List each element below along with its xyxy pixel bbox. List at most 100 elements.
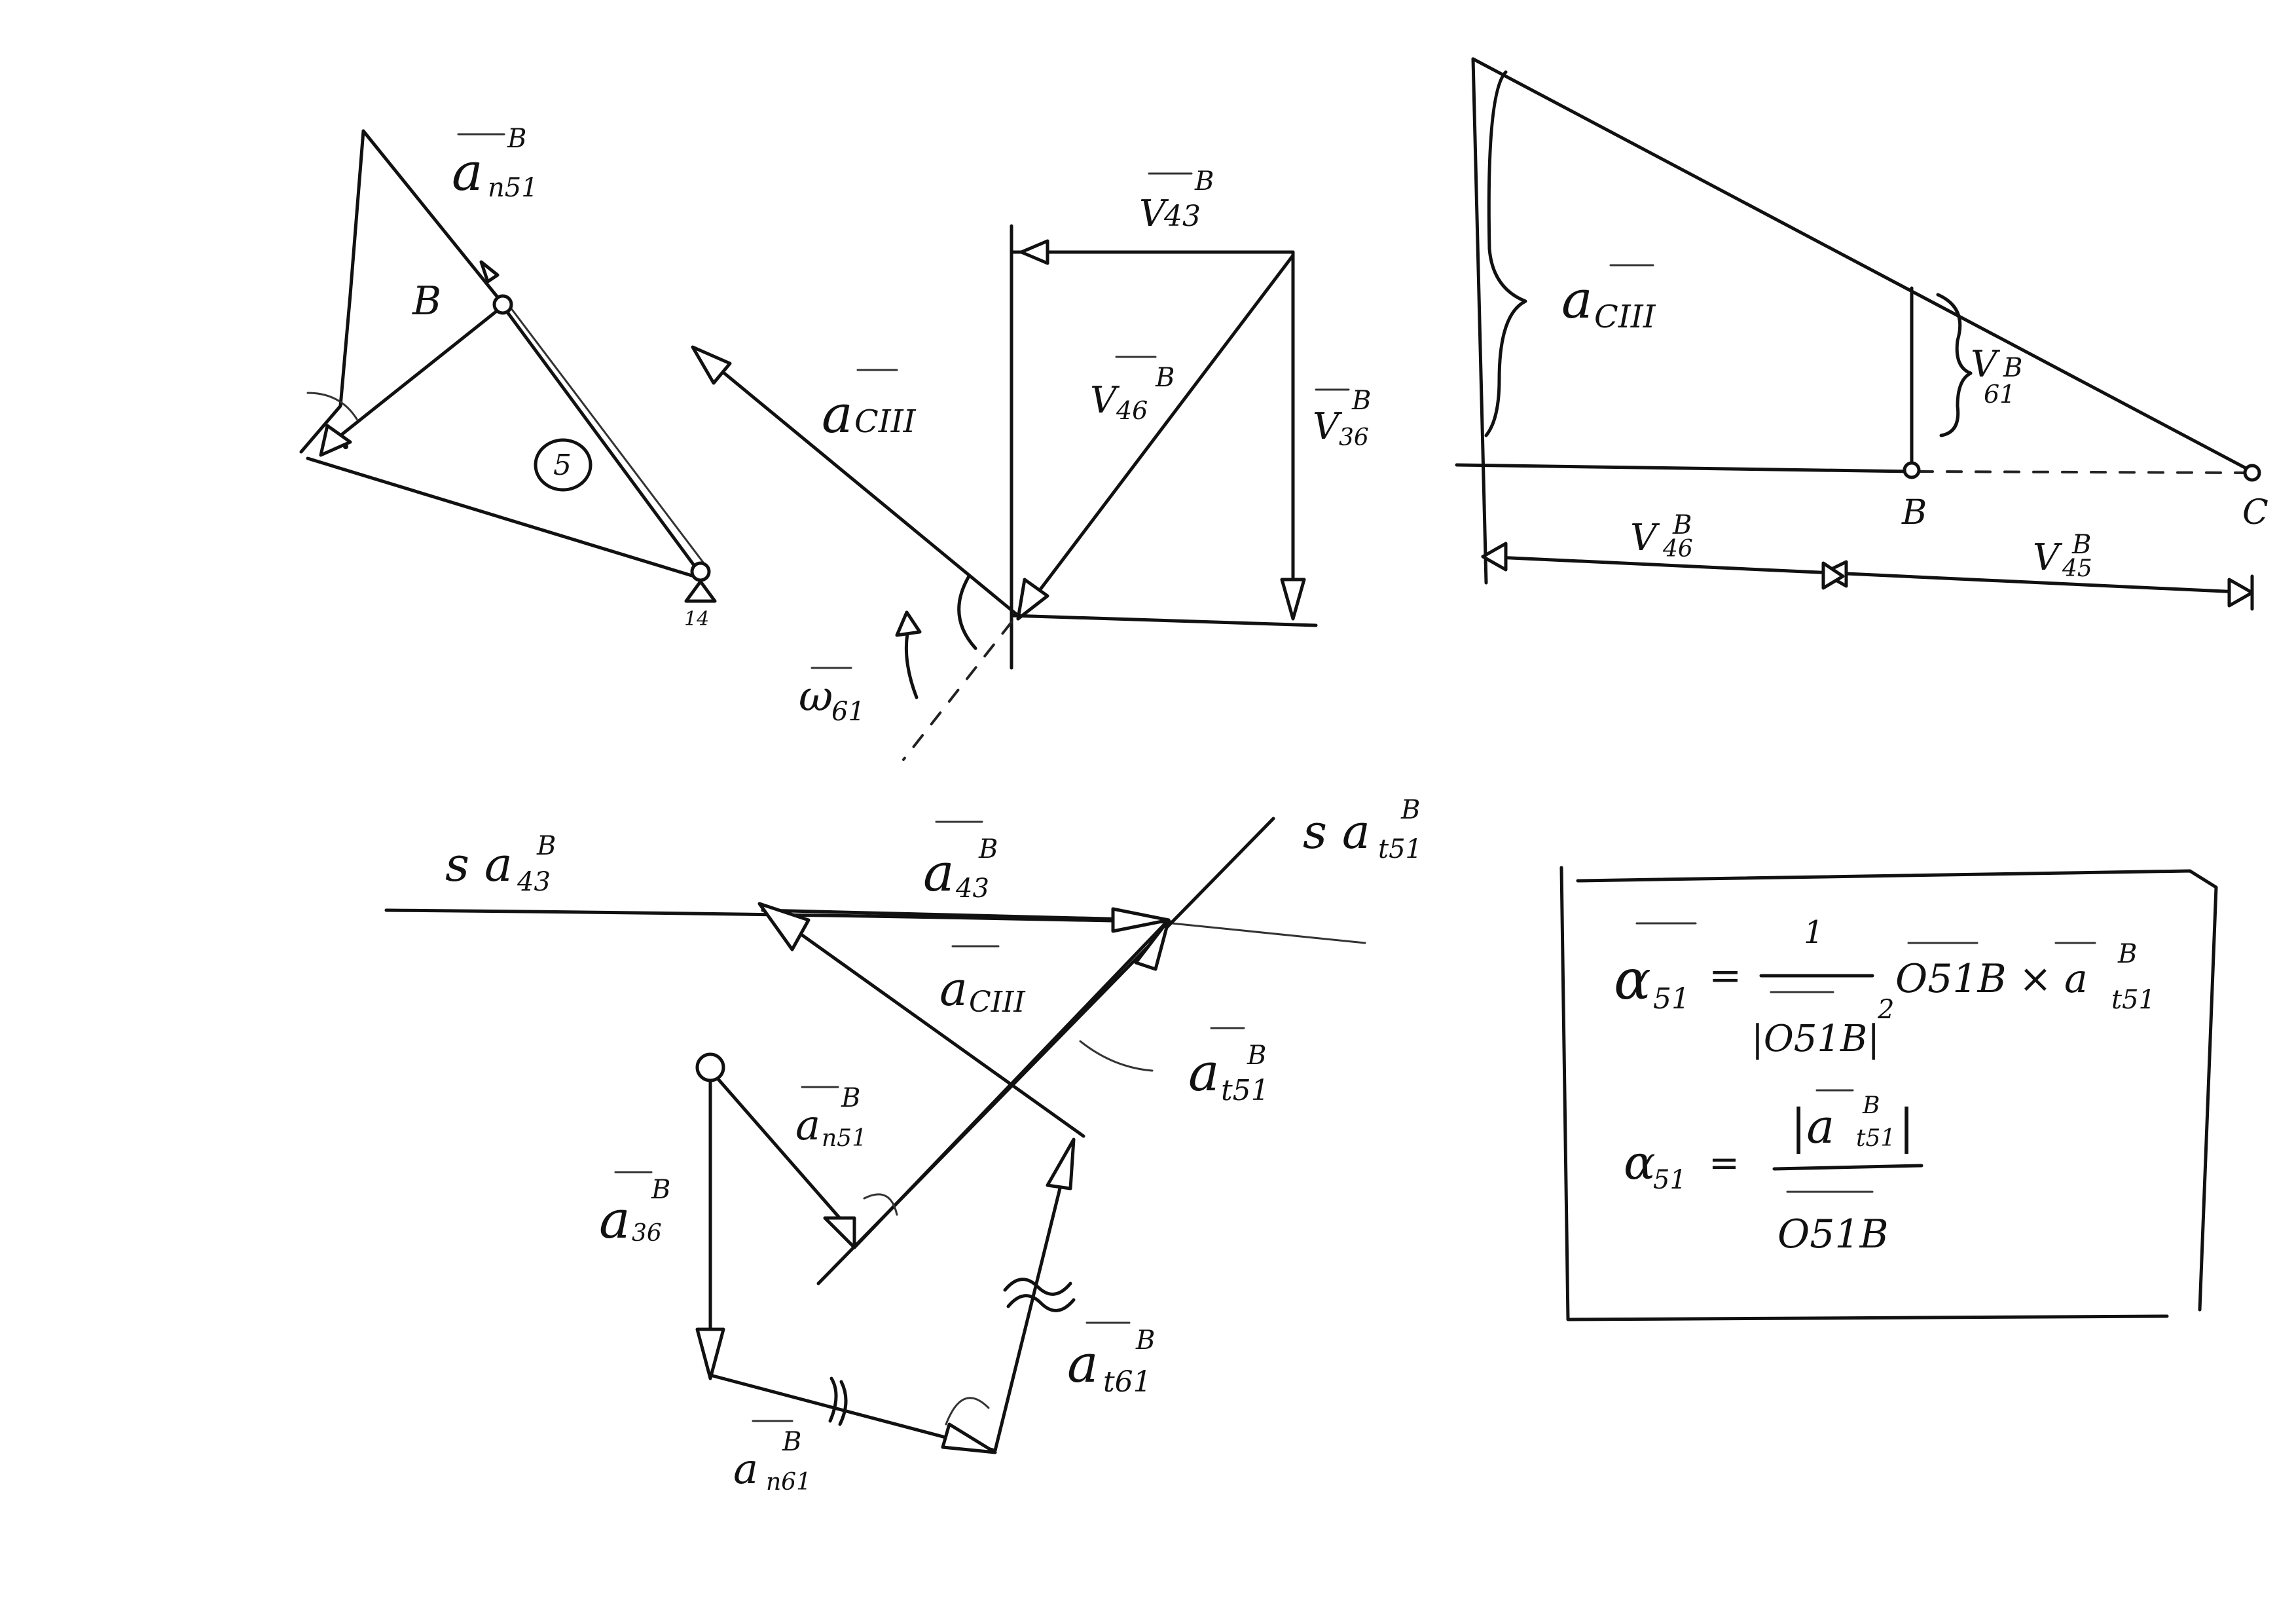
box-left-bottom-edge <box>1559 866 2169 1321</box>
a36-label: B a 36 <box>599 1171 670 1250</box>
at61-sub: t61 <box>1103 1365 1152 1399</box>
normal-accel-line <box>361 129 503 303</box>
ground-joint <box>690 561 711 582</box>
at51-arrowhead <box>1134 918 1171 971</box>
at51-base: a <box>1188 1042 1220 1103</box>
point-c-marker <box>2243 464 2261 482</box>
a-c-sub: CIII <box>854 403 917 440</box>
a43-arrowhead <box>1111 907 1171 933</box>
v36-base: V <box>1313 405 1343 448</box>
point-b-joint <box>492 294 513 315</box>
a36-sup: B <box>651 1175 670 1205</box>
ground-support-icon <box>684 580 717 603</box>
v46-sub: 46 <box>1116 396 1148 425</box>
acceleration-polygon: B s a 43 B s a t51 B a 43 a CIII B a t51 <box>384 795 1422 1496</box>
a-c-base: a <box>939 961 968 1016</box>
link-number-circle <box>534 438 592 492</box>
v61-sup: B <box>2003 353 2022 383</box>
a-c-brace <box>1484 70 1527 437</box>
an61-break-mark-1 <box>828 1376 838 1423</box>
scalar-alpha-formula: α 51 = |a B t51 | O51B <box>1624 1089 1923 1257</box>
right-angle-dot <box>343 444 348 449</box>
s-at51-sup: B <box>1400 795 1420 825</box>
left-vertical-line <box>1471 57 1488 585</box>
a-c-label: a CIII <box>1561 264 1656 335</box>
s-a43-label: B s a 43 <box>445 831 556 897</box>
point-c-label: C <box>2242 493 2269 532</box>
link-5-edge <box>502 306 699 572</box>
an61-arrowhead <box>941 1422 997 1454</box>
alpha51-sub: 51 <box>1653 982 1690 1016</box>
coriolis-scale-diagram: a CIII B V 61 B C B V 46 B V 45 <box>1455 57 2269 611</box>
w61-base: ω <box>799 673 833 721</box>
hypotenuse-line <box>1471 57 2254 473</box>
ground-label: 14 <box>684 608 709 631</box>
an51-arrowhead <box>823 1216 856 1249</box>
v45-right-arrowhead <box>2227 578 2254 608</box>
point-b-label: B <box>1901 493 1927 532</box>
an61-base: a <box>733 1445 758 1494</box>
alpha51-symbol: α <box>1614 948 1651 1012</box>
alpha51-sub: 51 <box>1653 1165 1686 1195</box>
a-c-label: a CIII <box>939 945 1026 1019</box>
a36-arrowhead <box>695 1327 725 1380</box>
v36-sub: 36 <box>1339 424 1369 451</box>
fraction-numerator: 1 <box>1804 914 1824 951</box>
at61-approx-mark-2 <box>1006 1294 1076 1312</box>
w61-sub: 61 <box>831 697 865 727</box>
a-n51-base: a <box>452 141 483 202</box>
w61-arrowhead <box>895 610 922 637</box>
a-c-label: a CIII <box>822 369 917 445</box>
v61-sub: 61 <box>1984 380 2015 409</box>
a36-sub: 36 <box>632 1220 662 1247</box>
cross-product: O51B × a <box>1895 956 2088 1002</box>
v46-label: B V 46 <box>1090 356 1175 425</box>
numerator-sup: B <box>1862 1092 1880 1119</box>
v43-base: V <box>1139 193 1169 235</box>
w61-label: ω 61 <box>799 667 865 727</box>
a-c-sub: CIII <box>969 986 1026 1019</box>
radial-arrowhead <box>319 424 352 457</box>
v46-base: V <box>1090 379 1120 422</box>
an51-vector <box>712 1072 853 1233</box>
v45-label: B V 45 <box>2033 530 2092 582</box>
a43-vector <box>761 908 1161 922</box>
at51-sub: t51 <box>1221 1074 1269 1107</box>
an51-sup: B <box>841 1083 860 1113</box>
fraction-denominator: |O51B| <box>1751 1018 1880 1060</box>
a-n51-arrowhead <box>479 260 500 284</box>
a-c-vector <box>699 352 1020 618</box>
v36-arrowhead <box>1280 578 1306 621</box>
at51-label: B a t51 <box>1188 1027 1269 1107</box>
an61-break-mark-2 <box>838 1380 848 1426</box>
a43-base: a <box>923 842 955 903</box>
a-c-sub: CIII <box>1594 299 1656 335</box>
at51-sup: B <box>1247 1041 1266 1071</box>
s-a43-sup: B <box>536 831 556 861</box>
link-outline-bottom <box>306 456 696 578</box>
s-a43-line-extension <box>1171 922 1366 944</box>
angle-arc <box>957 574 977 650</box>
v46-base: V <box>1630 517 1660 559</box>
a-c-base: a <box>1561 269 1593 330</box>
fraction-denominator: O51B <box>1777 1211 1889 1257</box>
v46-arrowhead <box>1016 578 1049 621</box>
a-n51-label: B a n51 <box>452 124 538 203</box>
v43-sub: 43 <box>1163 200 1201 233</box>
at61-approx-mark-1 <box>1003 1278 1072 1296</box>
v46-sup: B <box>1155 363 1175 393</box>
an61-label: B a n61 <box>733 1420 811 1496</box>
dashed-extension <box>902 621 1013 761</box>
baseline <box>1455 463 1914 473</box>
s-at51-sub: t51 <box>1378 834 1422 864</box>
a-c-vector <box>761 905 1085 1138</box>
v61-brace <box>1936 293 1973 437</box>
v45-sub: 45 <box>2062 555 2092 582</box>
horizontal-baseline <box>1010 614 1318 627</box>
a43-sup: B <box>978 834 998 864</box>
fraction-numerator: |a <box>1791 1099 1834 1154</box>
at61-arrowhead <box>1046 1137 1076 1190</box>
velocity-dimension-line <box>1481 555 2254 595</box>
v46-sub: 46 <box>1662 536 1693 563</box>
